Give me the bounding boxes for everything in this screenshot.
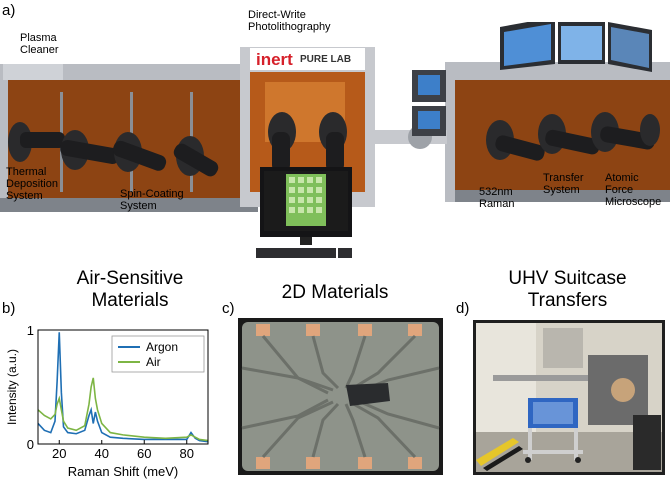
afm-monitors (500, 22, 652, 72)
panel-a-letter: a) (2, 2, 16, 19)
2d-flake (346, 383, 390, 406)
purelab-logo: PURE LAB (300, 54, 352, 65)
electrode-traces (241, 334, 440, 459)
y-tick-label: 1 (27, 323, 34, 338)
hazard-tape (476, 438, 523, 471)
transfer-arm (493, 375, 593, 381)
panel-b-heading: Air-Sensitive Materials (76, 268, 184, 311)
legend-label-argon: Argon (146, 340, 178, 354)
y-axis-label: Intensity (a.u.) (5, 349, 19, 425)
afm-label: Atomic Force Microscope (605, 172, 662, 208)
x-axis-label: Raman Shift (meV) (68, 464, 179, 479)
thermal-deposition-label: Thermal Deposition System (6, 166, 58, 202)
x-tick-label: 60 (137, 446, 151, 461)
left-gloves (8, 122, 219, 177)
series-line-air (37, 377, 209, 442)
legend-box (111, 335, 205, 373)
center-gloves (268, 112, 347, 172)
glovebox-system-photo (0, 22, 670, 258)
lithography-monitor (256, 167, 352, 258)
spin-coating-label: Spin-Coating System (120, 188, 184, 212)
panel-c-letter: c) (222, 300, 235, 317)
right-gloves (486, 112, 660, 161)
x-tick-label: 80 (180, 446, 194, 461)
contact-pads (256, 324, 422, 469)
direct-write-label: Direct-Write Photolithography (248, 9, 331, 33)
panel-d-heading: UHV Suitcase Transfers (508, 268, 627, 311)
uhv-suitcase-photo (473, 320, 665, 475)
panel-c-heading: 2D Materials (281, 282, 389, 303)
y-tick-label: 0 (27, 437, 34, 452)
inert-logo: inert (256, 50, 293, 69)
x-tick-label: 40 (95, 446, 109, 461)
2d-materials-micrograph (238, 318, 443, 475)
series-line-argon (37, 332, 209, 443)
panel-d-letter: d) (456, 300, 470, 317)
panel-b-letter: b) (2, 300, 16, 317)
plot-frame (37, 329, 209, 445)
suitcase-cart (523, 398, 583, 463)
x-tick-label: 20 (52, 446, 66, 461)
plasma-cleaner-label: Plasma Cleaner (20, 32, 59, 56)
raman-label: 532nm Raman (479, 186, 515, 210)
legend-label-air: Air (146, 355, 161, 369)
transfer-system-label: Transfer System (543, 172, 584, 196)
